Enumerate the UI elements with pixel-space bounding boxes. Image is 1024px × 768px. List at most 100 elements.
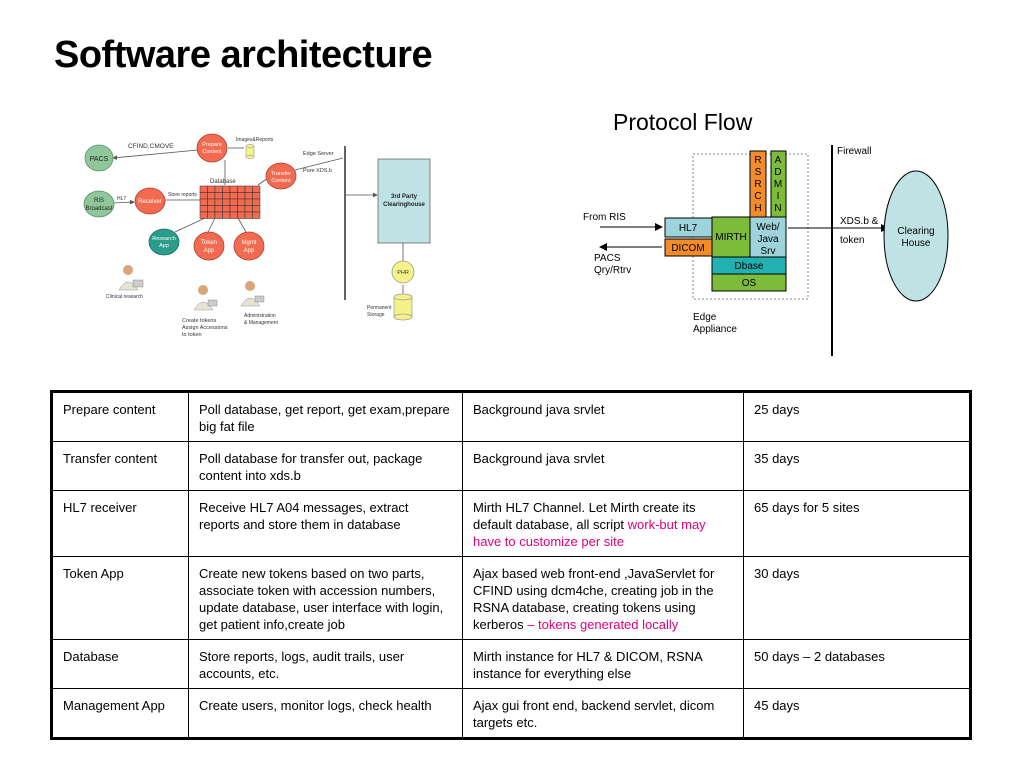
mgmt-label-1: Mgmt bbox=[242, 240, 257, 246]
description-cell: Poll database, get report, get exam,prep… bbox=[188, 391, 463, 442]
svg-text:S: S bbox=[755, 167, 762, 178]
svg-text:D: D bbox=[774, 167, 781, 178]
create-tokens-line-1: Create tokens bbox=[182, 318, 216, 324]
effort-cell: 65 days for 5 sites bbox=[743, 490, 971, 557]
clearing-house-node bbox=[883, 170, 949, 302]
mirth-box-label: MIRTH bbox=[715, 232, 746, 243]
pacs-node bbox=[84, 144, 114, 172]
rsrch-letters: R S R C H bbox=[754, 155, 761, 214]
svg-text:R: R bbox=[754, 179, 761, 190]
store-reports-label: Store reports bbox=[168, 192, 197, 198]
token-app-node bbox=[193, 231, 225, 261]
research-label-1: Research bbox=[152, 236, 176, 242]
svg-text:C: C bbox=[754, 191, 761, 202]
transfer-content-node bbox=[265, 162, 297, 190]
images-reports-storage-icon bbox=[245, 144, 255, 159]
highlight-note: – tokens generated locally bbox=[527, 617, 679, 632]
slide-title: Software architecture bbox=[54, 34, 433, 76]
ris-label-1: RIS bbox=[94, 198, 104, 204]
prepare-content-node bbox=[196, 133, 228, 163]
svg-text:M: M bbox=[774, 179, 782, 190]
admin-letters: A D M I N bbox=[774, 155, 782, 214]
svg-text:N: N bbox=[774, 203, 781, 214]
svg-text:H: H bbox=[754, 203, 761, 214]
research-label-2: App bbox=[159, 243, 169, 249]
edge-line-1: Edge bbox=[693, 312, 717, 323]
web-line-1: Web/ bbox=[756, 222, 779, 233]
highlight-note: work-but may have to customize per site bbox=[473, 517, 706, 549]
effort-cell: 35 days bbox=[743, 441, 971, 491]
effort-cell: 50 days – 2 databases bbox=[743, 639, 971, 689]
svg-text:I: I bbox=[777, 191, 780, 202]
transfer-label-2: Content bbox=[271, 178, 291, 184]
web-line-2: Java bbox=[757, 234, 779, 245]
token-user-figure-icon bbox=[193, 285, 218, 311]
images-reports-label: Images&Reports bbox=[236, 137, 274, 143]
protocol-flow-title: Protocol Flow bbox=[613, 109, 753, 135]
admin-line-1: Administration bbox=[244, 313, 276, 319]
ris-broadcast-node bbox=[83, 190, 115, 218]
admin-user-figure-icon bbox=[240, 281, 265, 307]
ris-label-2: Broadcast bbox=[85, 206, 112, 212]
transfer-label-1: Transfer bbox=[271, 171, 291, 177]
xds-line-2: token bbox=[840, 235, 864, 246]
effort-cell: 45 days bbox=[743, 688, 971, 739]
permanent-line-2: Storage bbox=[367, 312, 385, 318]
mirth-box bbox=[711, 216, 751, 258]
dbase-box-label: Dbase bbox=[735, 261, 764, 272]
pacs-label: PACS bbox=[90, 156, 109, 163]
effort-cell: 30 days bbox=[743, 556, 971, 640]
pure-xds-label: Pure XDS.b bbox=[303, 168, 332, 174]
create-tokens-line-2: Assign Accessions bbox=[182, 325, 228, 331]
implementation-cell: Ajax gui front end, backend servlet, dic… bbox=[462, 688, 744, 739]
xds-line-1: XDS.b & bbox=[840, 216, 879, 227]
description-cell: Poll database for transfer out, package … bbox=[188, 441, 463, 491]
permanent-storage-icon bbox=[393, 293, 413, 321]
clearinghouse-3rd-line-1: 3rd Party bbox=[391, 194, 418, 200]
clinical-researcher-figure-icon bbox=[118, 265, 144, 291]
protocol-flow-diagram: R S R C H A D M I N From RIS HL7 DICOM P… bbox=[583, 145, 949, 356]
clearing-line-2: House bbox=[902, 238, 931, 249]
from-ris-label: From RIS bbox=[583, 212, 626, 223]
mgmt-label-2: App bbox=[244, 248, 255, 254]
pacs-line-2: Qry/Rtrv bbox=[594, 265, 631, 276]
cfind-label: CFIND,CMOVE bbox=[128, 143, 174, 150]
implementation-cell: Background java srvlet bbox=[462, 391, 744, 442]
web-line-3: Srv bbox=[761, 246, 776, 257]
component-name-cell: Transfer content bbox=[51, 441, 189, 491]
architecture-diagram: PACS CFIND,CMOVE Prepare Content Images&… bbox=[83, 133, 431, 338]
token-label-1: Token bbox=[201, 240, 217, 246]
create-tokens-line-3: to token bbox=[182, 332, 202, 338]
mgmt-app-node bbox=[233, 231, 265, 261]
database-label: Database bbox=[210, 179, 236, 185]
os-box-label: OS bbox=[742, 278, 757, 289]
pacs-line-1: PACS bbox=[594, 253, 621, 264]
phr-label: PHR bbox=[397, 270, 409, 276]
component-name-cell: Database bbox=[51, 639, 189, 689]
os-box bbox=[711, 273, 787, 292]
admin-line-2: & Management bbox=[244, 320, 279, 326]
component-name-cell: Token App bbox=[51, 556, 189, 640]
description-cell: Receive HL7 A04 messages, extract report… bbox=[188, 490, 463, 557]
dicom-box-label: DICOM bbox=[671, 243, 704, 254]
receiver-label: Receiver bbox=[138, 199, 162, 205]
description-cell: Create new tokens based on two parts, as… bbox=[188, 556, 463, 640]
clinical-research-label: Clinical research bbox=[106, 294, 143, 300]
token-label-2: App bbox=[204, 248, 215, 254]
effort-cell: 25 days bbox=[743, 391, 971, 442]
implementation-cell: Mirth instance for HL7 & DICOM, RSNA ins… bbox=[462, 639, 744, 689]
description-cell: Store reports, logs, audit trails, user … bbox=[188, 639, 463, 689]
svg-text:A: A bbox=[775, 155, 782, 166]
edge-line-2: Appliance bbox=[693, 324, 737, 335]
svg-text:R: R bbox=[754, 155, 761, 166]
clearinghouse-3rd-line-2: Clearinghouse bbox=[383, 202, 425, 208]
permanent-line-1: Permanent bbox=[367, 305, 392, 311]
clearing-line-1: Clearing bbox=[897, 226, 934, 237]
